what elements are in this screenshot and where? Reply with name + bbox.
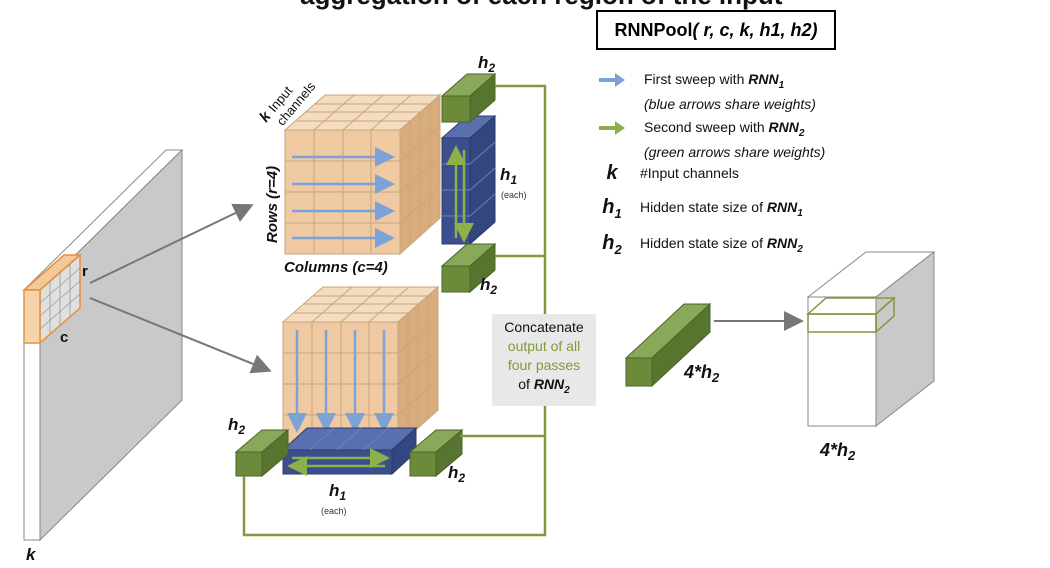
arrow-to-top-cube bbox=[89, 203, 254, 284]
bottom-blue-stack bbox=[281, 426, 418, 476]
concatenate-box: Concatenate output of all four passes of… bbox=[492, 314, 596, 406]
output-volume bbox=[806, 250, 936, 428]
bottom-left-h2-block bbox=[234, 428, 290, 478]
h2-label-bottom-right: h2 bbox=[448, 463, 465, 485]
input-patch bbox=[22, 253, 82, 345]
concat-line3: four passes bbox=[507, 357, 581, 373]
top-cube-row-sweep-arrows bbox=[292, 147, 395, 248]
bottom-right-h2-block bbox=[408, 428, 464, 478]
legend-row-green: Second sweep with RNN2 (green arrows sha… bbox=[590, 118, 825, 162]
h2-label-mid: h2 bbox=[480, 275, 497, 297]
legend-row-h2: h2 Hidden state size of RNN2 bbox=[590, 232, 803, 261]
h1-label-bottom: h1 bbox=[329, 481, 346, 503]
columns-label: Columns (c=4) bbox=[284, 259, 388, 276]
green-arrow-icon bbox=[590, 118, 634, 138]
label-r: r bbox=[82, 263, 88, 280]
output-volume-label: 4*h2 bbox=[819, 440, 856, 463]
legend-row-blue: First sweep with RNN1 (blue arrows share… bbox=[590, 70, 816, 114]
bottom-cube bbox=[281, 285, 440, 448]
legend-row-h1: h1 Hidden state size of RNN1 bbox=[590, 196, 803, 225]
rnnpool-title-box: RNNPool( r, c, k, h1, h2) bbox=[596, 10, 836, 50]
label-c: c bbox=[60, 329, 68, 346]
cut-header-text: aggregation of each region of the input bbox=[300, 0, 783, 10]
h2-label-bottom-left: h2 bbox=[228, 415, 245, 437]
bottom-cube-column-sweep-arrows bbox=[287, 330, 394, 433]
blue-arrow-icon bbox=[590, 70, 634, 90]
concat-line1: Concatenate bbox=[504, 319, 584, 335]
input-slab bbox=[22, 148, 184, 542]
each-label-bottom: (each) bbox=[321, 506, 347, 516]
top-h2-block bbox=[440, 72, 497, 124]
arrow-to-bottom-cube bbox=[89, 297, 272, 374]
k-symbol: k bbox=[606, 162, 618, 184]
legend-row-k: k #Input channels bbox=[606, 162, 739, 184]
rows-label: Rows (r=4) bbox=[264, 166, 281, 243]
h1-symbol: h1 bbox=[602, 196, 622, 221]
h1-label-top: h1 bbox=[500, 165, 517, 187]
concat-connector-lines bbox=[242, 84, 547, 537]
concat-line4: of RNN2 bbox=[518, 376, 570, 396]
top-blue-stack bbox=[440, 114, 497, 246]
each-label-top: (each) bbox=[501, 190, 527, 200]
h2-symbol: h2 bbox=[602, 232, 622, 257]
label-k-input: k bbox=[26, 545, 37, 564]
top-cube bbox=[283, 93, 442, 256]
h2-label-top: h2 bbox=[478, 53, 495, 75]
output-h2-block bbox=[624, 302, 712, 388]
mid-h2-block bbox=[440, 242, 497, 294]
output-block-label: 4*h2 bbox=[683, 362, 720, 385]
concat-line2: output of all bbox=[507, 338, 581, 354]
